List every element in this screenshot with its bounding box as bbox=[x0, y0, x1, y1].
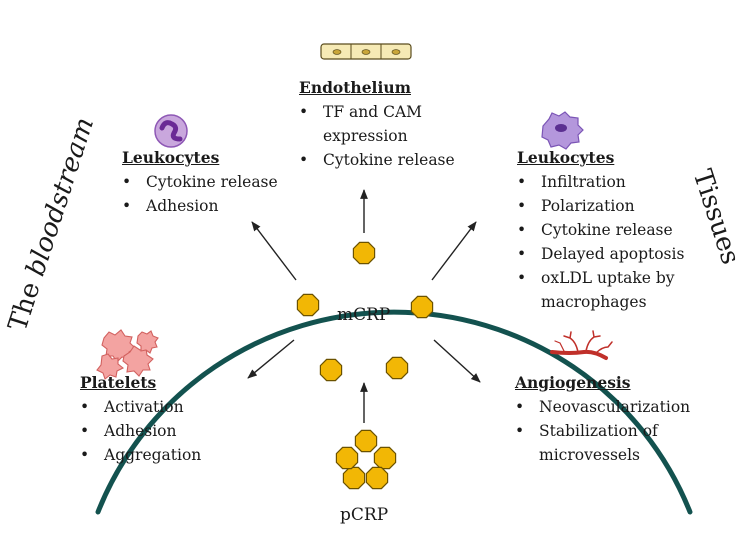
crp-subunit bbox=[335, 446, 359, 470]
platelets-item: Activation bbox=[80, 395, 201, 419]
endothelium-icon bbox=[320, 43, 412, 60]
mcrp-monomers bbox=[296, 241, 434, 382]
endothelium-item: Cytokine release bbox=[299, 148, 455, 172]
angiogenesis-item: Neovascularization bbox=[515, 395, 690, 419]
leukocytes-blood-list: Cytokine release Adhesion bbox=[122, 170, 278, 218]
arrow-to-leukocytes-blood bbox=[251, 221, 297, 281]
platelets-list: Activation Adhesion Aggregation bbox=[80, 395, 201, 467]
mcrp-label: mCRP bbox=[337, 305, 391, 325]
crp-subunit bbox=[365, 466, 389, 490]
endothelium-list: TF and CAM expression Cytokine release bbox=[299, 100, 455, 172]
crp-monomer bbox=[410, 295, 434, 319]
leukocytes-blood-title: Leukocytes bbox=[122, 148, 220, 167]
angiogenesis-item: Stabilization of microvessels bbox=[515, 419, 679, 467]
endothelium-title: Endothelium bbox=[299, 78, 411, 97]
endothelium-item: TF and CAM expression bbox=[299, 100, 453, 148]
crp-monomer bbox=[385, 356, 409, 380]
platelets-item: Adhesion bbox=[80, 419, 201, 443]
pcrp-pentamer bbox=[335, 429, 397, 490]
leukocytes-tissue-list: Infiltration Polarization Cytokine relea… bbox=[517, 170, 691, 314]
crp-subunit bbox=[373, 446, 397, 470]
leukocytes-blood-item: Adhesion bbox=[122, 194, 278, 218]
angiogenesis-title: Angiogenesis bbox=[515, 373, 631, 392]
crp-monomer bbox=[352, 241, 376, 265]
leukocytes-tissue-item: Polarization bbox=[517, 194, 691, 218]
arrow-to-leukocytes-tissue bbox=[431, 221, 477, 281]
endothelium-block: Endothelium TF and CAM expression Cytoki… bbox=[299, 76, 455, 172]
angiogenesis-list: Neovascularization Stabilization of micr… bbox=[515, 395, 690, 467]
platelets-block: Platelets Activation Adhesion Aggregatio… bbox=[80, 371, 201, 467]
platelets-item: Aggregation bbox=[80, 443, 201, 467]
crp-subunit bbox=[354, 429, 378, 453]
angiogenesis-block: Angiogenesis Neovascularization Stabiliz… bbox=[515, 371, 690, 467]
leukocytes-tissue-item: Delayed apoptosis bbox=[517, 242, 691, 266]
leukocytes-tissue-item: Infiltration bbox=[517, 170, 691, 194]
crp-monomer bbox=[296, 293, 320, 317]
pcrp-label: pCRP bbox=[340, 505, 389, 525]
macrophage-icon bbox=[541, 111, 584, 150]
leukocytes-tissue-item: oxLDL uptake by macrophages bbox=[517, 266, 691, 314]
arrow-to-angiogenesis bbox=[433, 339, 481, 383]
arrow-to-platelets bbox=[247, 339, 295, 379]
arrows bbox=[247, 189, 481, 423]
leukocytes-tissue-title: Leukocytes bbox=[517, 148, 615, 167]
crp-monomer bbox=[319, 358, 343, 382]
leukocyte-icon bbox=[154, 114, 188, 148]
leukocytes-tissue-item: Cytokine release bbox=[517, 218, 691, 242]
leukocytes-blood-block: Leukocytes Cytokine release Adhesion bbox=[122, 146, 278, 218]
platelets-icon bbox=[96, 329, 159, 380]
crp-subunit bbox=[342, 466, 366, 490]
blood-vessel-icon bbox=[550, 330, 613, 360]
platelets-title: Platelets bbox=[80, 373, 157, 392]
leukocytes-blood-item: Cytokine release bbox=[122, 170, 278, 194]
leukocytes-tissue-block: Leukocytes Infiltration Polarization Cyt… bbox=[517, 146, 691, 314]
